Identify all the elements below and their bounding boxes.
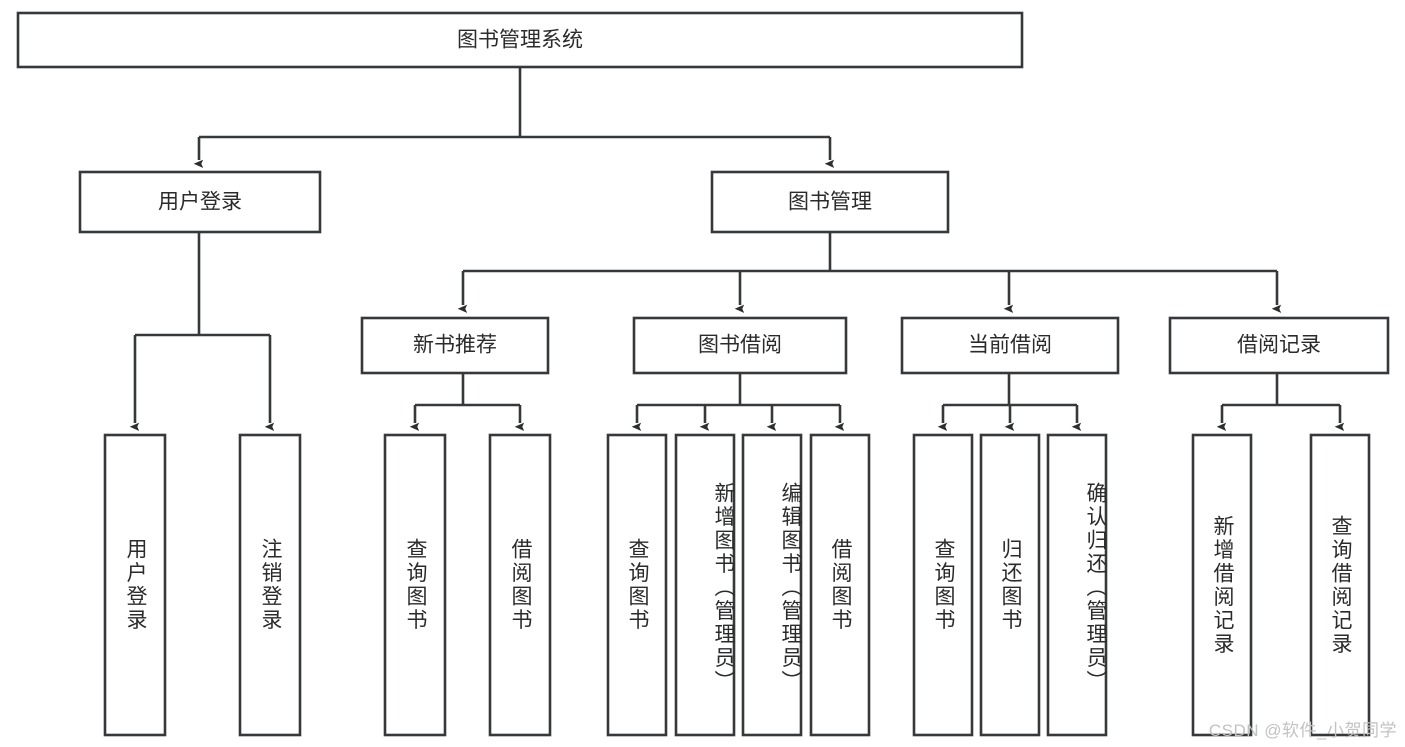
- node-borrow-record-box[interactable]: [1168, 316, 1390, 375]
- connector-group-book-mgmt: [457, 232, 1282, 313]
- leaf-box-borrow-record-1[interactable]: [1191, 433, 1253, 737]
- node-root-box[interactable]: [16, 11, 1024, 69]
- leaf-box-user-login-2[interactable]: [238, 433, 302, 737]
- connector-group-current-borrow: [937, 373, 1082, 431]
- node-new-book-recommend-box[interactable]: [360, 316, 550, 375]
- leaf-box-book-borrow-1[interactable]: [606, 433, 668, 737]
- leaf-box-current-borrow-1[interactable]: [912, 433, 974, 737]
- watermark-text: CSDN @软件_小贺同学: [1208, 721, 1397, 740]
- node-book-borrow[interactable]: 图书借阅: [632, 316, 848, 375]
- node-current-borrow-label: 当前借阅: [968, 334, 1052, 357]
- connector-group-new-book: [409, 373, 525, 431]
- node-book-management-box[interactable]: [710, 170, 950, 234]
- leaf-box-book-borrow-4[interactable]: [809, 433, 871, 737]
- node-book-management[interactable]: 图书管理: [710, 170, 950, 234]
- leaf-box-new-book-2[interactable]: [488, 433, 552, 737]
- leaf-box-book-borrow-3[interactable]: [741, 433, 803, 737]
- node-book-borrow-box[interactable]: [632, 316, 848, 375]
- leaf-box-current-borrow-2[interactable]: [979, 433, 1041, 737]
- leaf-box-new-book-1[interactable]: [383, 433, 447, 737]
- node-current-borrow[interactable]: 当前借阅: [900, 316, 1120, 375]
- node-current-borrow-box[interactable]: [900, 316, 1120, 375]
- connector-group-root: [193, 67, 835, 168]
- node-root-label: 图书管理系统: [457, 29, 583, 52]
- leaf-box-user-login-1[interactable]: [103, 433, 167, 737]
- node-book-borrow-label: 图书借阅: [698, 334, 782, 357]
- leaf-box-book-borrow-2[interactable]: [674, 433, 736, 737]
- node-user-login-box[interactable]: [78, 170, 322, 234]
- node-borrow-record[interactable]: 借阅记录: [1168, 316, 1390, 375]
- node-user-login[interactable]: 用户登录: [78, 170, 322, 234]
- node-new-book-recommend-label: 新书推荐: [413, 334, 497, 357]
- leaf-box-borrow-record-2[interactable]: [1309, 433, 1371, 737]
- node-user-login-label: 用户登录: [158, 191, 242, 214]
- node-root[interactable]: 图书管理系统: [16, 11, 1024, 69]
- connector-group-user-login: [129, 232, 275, 431]
- leaf-box-current-borrow-3[interactable]: [1046, 433, 1108, 737]
- node-new-book-recommend[interactable]: 新书推荐: [360, 316, 550, 375]
- connector-group-book-borrow: [631, 373, 845, 431]
- node-borrow-record-label: 借阅记录: [1237, 334, 1321, 357]
- connector-group-borrow-record: [1216, 373, 1345, 431]
- node-book-management-label: 图书管理: [788, 191, 872, 214]
